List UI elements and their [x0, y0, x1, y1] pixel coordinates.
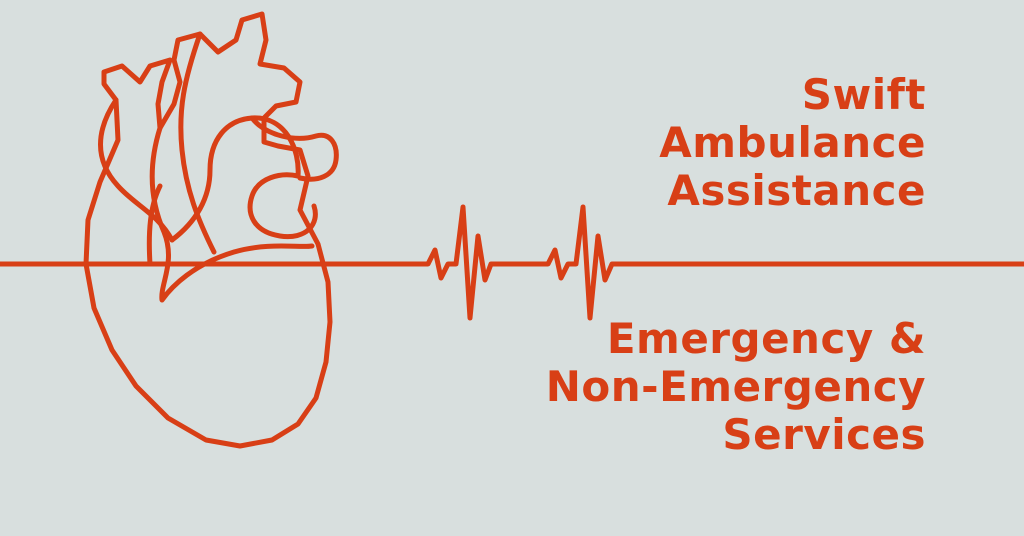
heart-left-stripe-icon	[146, 183, 163, 267]
ecg-pulse-line	[0, 204, 1024, 321]
heart-inner-chamber-icon	[149, 125, 315, 303]
headline-line-3: Assistance	[667, 166, 926, 215]
subheadline-line-3: Services	[722, 410, 926, 459]
headline-line-2: Ambulance	[659, 118, 926, 167]
main-headline: Swift Ambulance Assistance	[659, 71, 926, 215]
subheadline-line-2: Non-Emergency	[545, 362, 926, 411]
heart-outline-icon	[83, 11, 333, 449]
heart-right-loop-icon	[247, 172, 318, 240]
subheadline-line-1: Emergency &	[606, 314, 926, 363]
sub-headline: Emergency & Non-Emergency Services	[546, 315, 926, 459]
heart-aorta-icon	[249, 115, 339, 182]
heart-left-vessel-icon	[98, 97, 175, 243]
heart-crossing-icon	[178, 31, 217, 255]
headline-line-1: Swift	[801, 70, 926, 119]
